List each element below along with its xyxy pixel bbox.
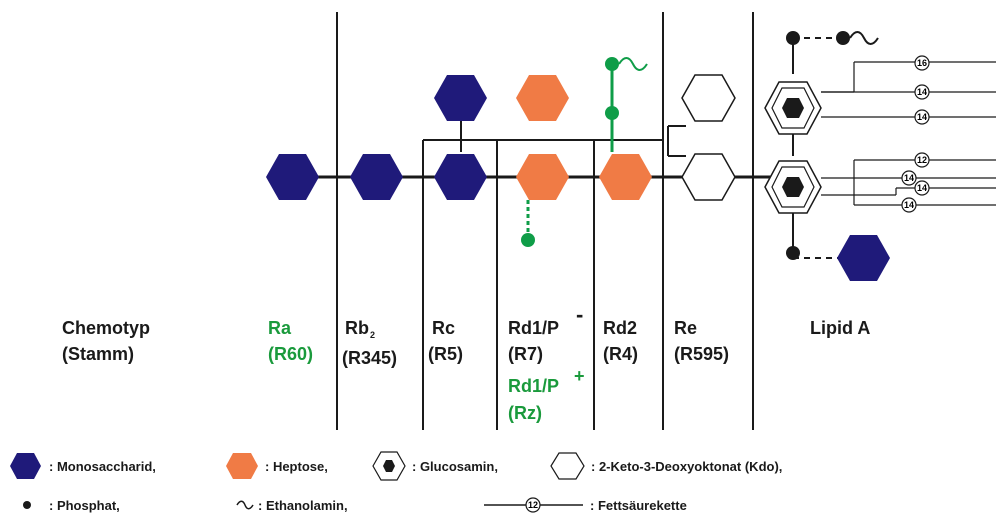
legend-monosaccharid-icon (10, 453, 41, 479)
legend-kdo-icon (550, 452, 585, 480)
legend-ethanolamin: : Ethanolamin, (258, 498, 348, 513)
heptose-hexagons (516, 75, 652, 200)
fatty-acid-labels: 16 14 14 12 14 14 14 (901, 55, 930, 213)
fatty-acid-label: 14 (917, 183, 927, 193)
phosphat-green-mid (605, 106, 619, 120)
monosaccharid-rb (350, 154, 403, 200)
heptose-rd2 (599, 154, 652, 200)
rd1-minus-sup: - (576, 302, 583, 327)
glucosamin-top-core (782, 98, 804, 118)
legend-heptose: : Heptose, (265, 459, 328, 474)
monosaccharid-lipid (837, 235, 890, 281)
fatty-acid-label: 16 (917, 58, 927, 68)
legend-phosphat: : Phosphat, (49, 498, 120, 513)
glucosamin-units (764, 81, 822, 214)
rd1-minus-label: Rd1/P (508, 318, 559, 338)
ethanolamin-waves (618, 31, 879, 71)
phosphat-green-bottom (521, 233, 535, 247)
legend-ethanolamin-icon (236, 500, 254, 510)
legend-fatty-acid-sample: 12 (528, 500, 538, 510)
kdo-hexagons (681, 74, 736, 201)
legend-glucosamin-core (383, 460, 395, 472)
bonds (318, 37, 843, 259)
monosaccharid-rc-branch (434, 75, 487, 121)
monosaccharid-ra (266, 154, 319, 200)
rc-strain: (R5) (428, 344, 463, 364)
legend-monosaccharid: : Monosaccharid, (49, 459, 156, 474)
phosphat-lipid-top (786, 31, 800, 45)
legend-phosphat-icon (23, 501, 31, 509)
legend-kdo: : 2-Keto-3-Deoxyoktonat (Kdo), (591, 459, 782, 474)
monosaccharid-hexagons (266, 75, 890, 281)
re-label: Re (674, 318, 697, 338)
rd1-plus-sup: + (574, 366, 585, 386)
chemotype-labels: Chemotyp (Stamm) Ra (R60) Rb 2 (R345) Rc… (62, 302, 870, 423)
rd2-strain: (R4) (603, 344, 638, 364)
legend-fettsaeure: : Fettsäurekette (590, 498, 687, 513)
rd1-plus-strain: (Rz) (508, 403, 542, 423)
column-dividers (336, 12, 754, 430)
re-strain: (R595) (674, 344, 729, 364)
heptose-rd1 (516, 154, 569, 200)
heptose-rd1-top (516, 75, 569, 121)
fatty-acid-label: 14 (904, 173, 914, 183)
phosphates (521, 31, 850, 260)
ra-strain: (R60) (268, 344, 313, 364)
legend: : Monosaccharid, : Heptose, : Glucosamin… (10, 451, 782, 513)
stamm-label: (Stamm) (62, 344, 134, 364)
fatty-acid-label: 14 (917, 112, 927, 122)
fatty-acid-label: 12 (917, 155, 927, 165)
kdo-main (681, 153, 736, 201)
ethanolamin-green (618, 57, 648, 71)
glucosamin-bottom-core (782, 177, 804, 197)
kdo-top (681, 74, 736, 122)
rb-strain: (R345) (342, 348, 397, 368)
chemotyp-label: Chemotyp (62, 318, 150, 338)
fatty-acid-label: 14 (904, 200, 914, 210)
rd2-label: Rd2 (603, 318, 637, 338)
rc-label: Rc (432, 318, 455, 338)
ethanolamin-lipid (849, 31, 879, 45)
phosphat-lipid-bottom (786, 246, 800, 260)
phosphat-lipid-top2 (836, 31, 850, 45)
legend-heptose-icon (226, 453, 258, 479)
rd1-plus-label: Rd1/P (508, 376, 559, 396)
rd1-minus-strain: (R7) (508, 344, 543, 364)
fatty-acid-label: 14 (917, 87, 927, 97)
lipid-a-label: Lipid A (810, 318, 870, 338)
phosphat-green-top (605, 57, 619, 71)
rb-label: Rb (345, 318, 369, 338)
legend-glucosamin: : Glucosamin, (412, 459, 498, 474)
monosaccharid-rc (434, 154, 487, 200)
rb-subscript: 2 (370, 330, 375, 340)
ra-label: Ra (268, 318, 292, 338)
